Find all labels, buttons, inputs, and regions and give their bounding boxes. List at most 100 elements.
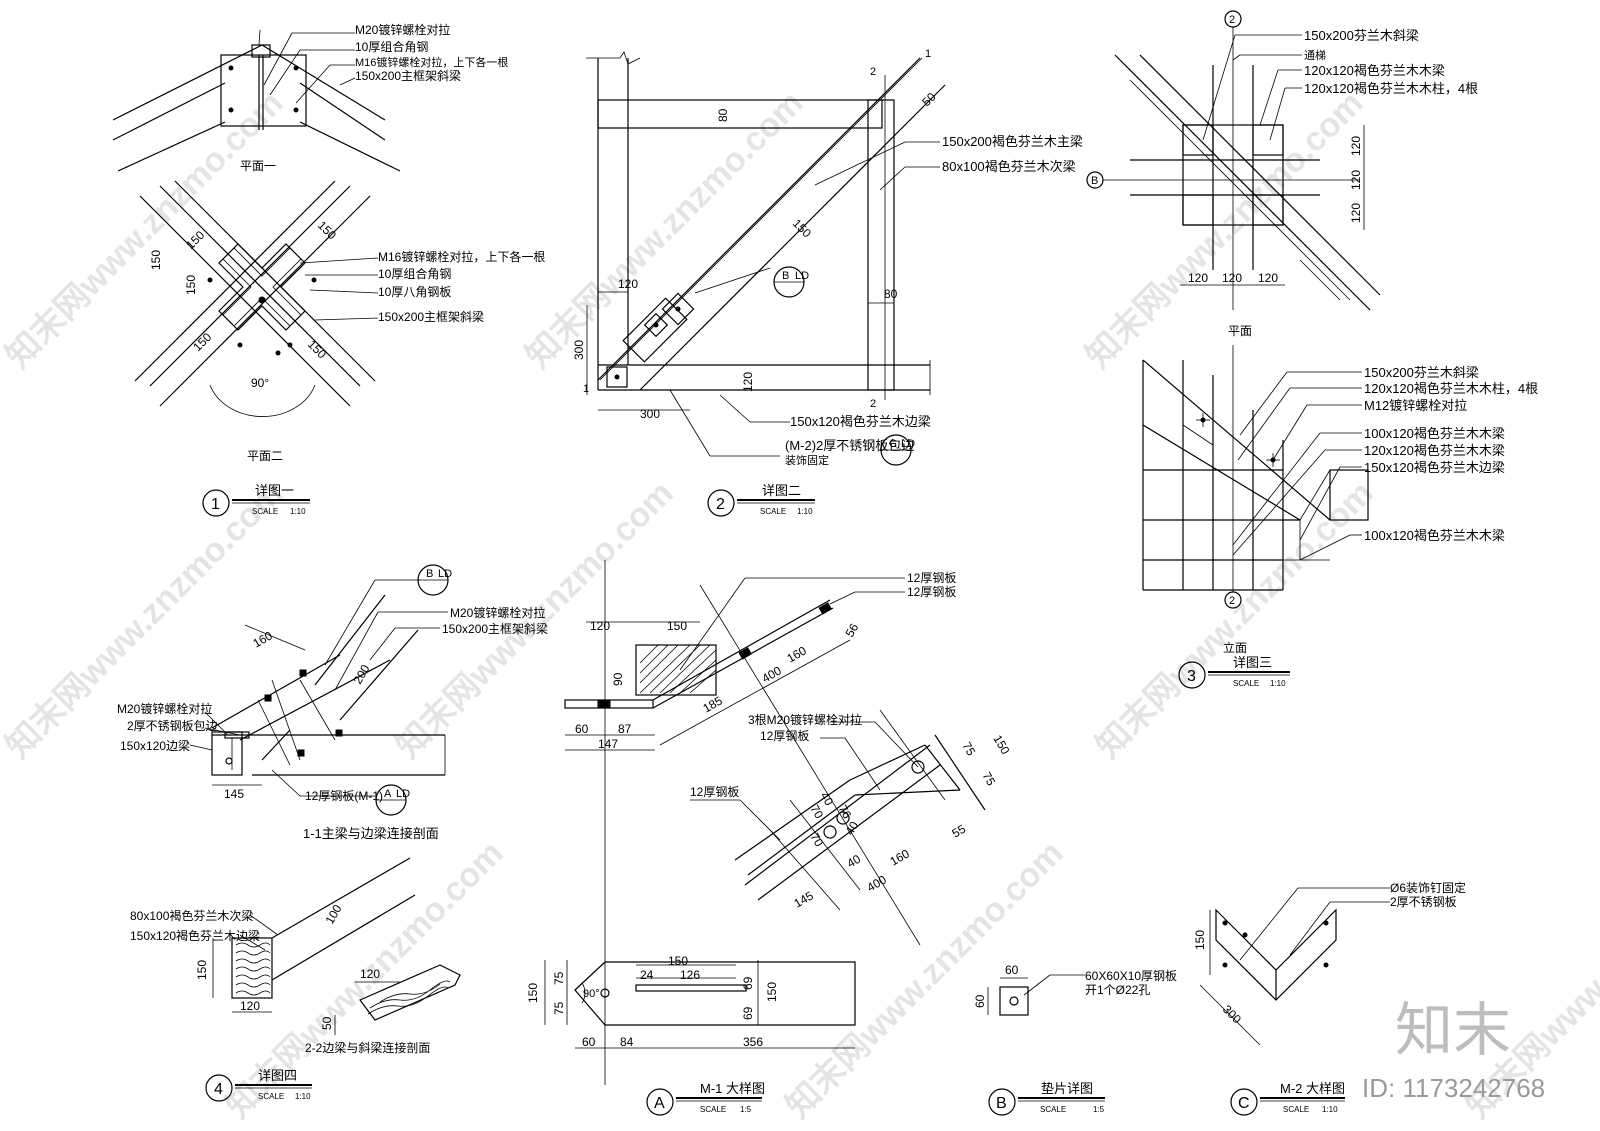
detail-1: M20镀锌螺栓对拉 10厚组合角钢 M16镀锌螺栓对拉，上下各一根 150x20… xyxy=(112,22,545,517)
callout-top: B xyxy=(782,270,789,282)
note-text: 150x200褐色芬兰木主梁 xyxy=(942,134,1083,149)
dim-text: 70 xyxy=(807,831,826,850)
note-text: 150x120褐色芬兰木边梁 xyxy=(1364,460,1505,475)
note-text: M12镀锌螺栓对拉 xyxy=(1364,398,1467,413)
dim-text: 84 xyxy=(620,1035,634,1049)
dim-text: 40 xyxy=(842,819,861,838)
note-text: 装饰固定 xyxy=(785,453,829,467)
dim-text: 150 xyxy=(990,733,1012,758)
dim-text: 60 xyxy=(973,994,987,1008)
scale-label: SCALE xyxy=(252,507,278,516)
dim-text: 24 xyxy=(640,968,654,982)
detail-number: 4 xyxy=(214,1081,223,1098)
note-text: Ø6装饰钉固定 xyxy=(1390,880,1466,895)
dim-text: 150 xyxy=(1193,930,1207,950)
dim-text: 120 xyxy=(1258,271,1278,285)
note-text: 通梯 xyxy=(1304,49,1326,62)
dim-text: 70 xyxy=(807,803,826,822)
dim-text: 60 xyxy=(1005,963,1019,977)
note-text: 12厚钢板 xyxy=(690,785,739,799)
detail-title: 垫片详图 xyxy=(1041,1081,1093,1096)
dim-text: 145 xyxy=(792,888,817,910)
dim-text: 120 xyxy=(741,372,755,392)
detail-title: 详图三 xyxy=(1233,655,1272,670)
dim-text: 120 xyxy=(360,967,380,981)
dim-text: 50 xyxy=(919,90,939,110)
note-text: 150x200主框架斜梁 xyxy=(355,68,461,83)
dim-text: 150 xyxy=(765,982,779,1002)
note-text: 120x120褐色芬兰木木柱，4根 xyxy=(1364,381,1538,396)
dim-text: 120 xyxy=(1349,203,1363,223)
grid-label: 2 xyxy=(1229,14,1235,26)
dim-text: 87 xyxy=(618,722,632,736)
detail-number: 2 xyxy=(716,496,725,513)
dim-text: 356 xyxy=(743,1035,763,1049)
dim-text: 40 xyxy=(817,790,836,809)
dim-text: 120 xyxy=(1188,271,1208,285)
note-text: 80x100褐色芬兰木次梁 xyxy=(942,159,1076,174)
scale-value: 1:10 xyxy=(1270,679,1286,688)
dim-text: 120 xyxy=(240,999,260,1013)
grid-label: 2 xyxy=(1229,595,1235,607)
note-text: 150x120褐色芬兰木边梁 xyxy=(130,928,260,943)
dim-text: 150 xyxy=(315,218,339,242)
dim-text: 60 xyxy=(582,1035,596,1049)
scale-label: SCALE xyxy=(700,1105,726,1114)
dim-text: 150 xyxy=(190,330,214,354)
callout-bottom: LD xyxy=(901,438,915,450)
note-text: 150x200主框架斜梁 xyxy=(378,309,484,324)
dim-text: 69 xyxy=(741,1006,755,1020)
cut-mark: 2 xyxy=(870,398,876,410)
section-title: 1-1主梁与边梁连接剖面 xyxy=(303,826,439,841)
grid-label: B xyxy=(1091,175,1098,187)
cut-mark: 1 xyxy=(583,383,589,395)
view-label: 平面二 xyxy=(247,449,283,463)
dim-text: 90 xyxy=(611,672,625,686)
dim-text: 120 xyxy=(590,619,610,633)
note-text: 12厚钢板 xyxy=(907,585,956,599)
watermark-id: ID: 1173242768 xyxy=(1362,1073,1545,1103)
note-text: 10厚组合角钢 xyxy=(355,39,428,54)
detail-title: 详图一 xyxy=(255,483,294,498)
dim-text: 150 xyxy=(526,983,540,1003)
dim-text: 300 xyxy=(1220,1002,1244,1026)
section-1-1: 160 200 145 B LD M20镀锌螺栓对拉 150x200主框架斜梁 … xyxy=(117,564,548,841)
note-text: M16镀锌螺栓对拉，上下各一根 xyxy=(355,55,508,69)
dim-text: 76 xyxy=(835,803,854,822)
dim-text: 56 xyxy=(842,621,861,640)
dim-text: 300 xyxy=(640,407,660,421)
detail-2: 80 50 150 120 80 300 120 300 1 1 2 2 150… xyxy=(572,48,1083,517)
scale-value: 1:5 xyxy=(1093,1105,1105,1114)
detail-number: B xyxy=(996,1095,1007,1112)
detail-4: 100 150 120 120 50 80x100褐色芬兰木次梁 150x120… xyxy=(130,857,461,1102)
note-text: 开1个Ø22孔 xyxy=(1085,983,1150,997)
detail-number: 3 xyxy=(1187,668,1196,685)
dim-text: 400 xyxy=(760,663,785,685)
dim-text: 80 xyxy=(716,108,730,122)
detail-title: M-2 大样图 xyxy=(1280,1081,1345,1096)
note-text: 3根M20镀锌螺栓对拉 xyxy=(748,712,862,727)
angle-text: 90° xyxy=(251,376,269,390)
watermark-logo: 知末 xyxy=(1395,998,1511,1063)
cut-mark: 2 xyxy=(870,66,876,78)
scale-label: SCALE xyxy=(760,507,786,516)
note-text: M16镀锌螺栓对拉，上下各一根 xyxy=(378,249,545,264)
scale-label: SCALE xyxy=(1233,679,1259,688)
section-title: 2-2边梁与斜梁连接剖面 xyxy=(305,1040,430,1055)
note-text: 12厚钢板 xyxy=(760,729,809,743)
dim-text: 150 xyxy=(668,954,688,968)
dim-text: 69 xyxy=(741,976,755,990)
note-text: 80x100褐色芬兰木次梁 xyxy=(130,908,253,923)
scale-label: SCALE xyxy=(1283,1105,1309,1114)
scale-label: SCALE xyxy=(258,1092,284,1101)
note-text: 2厚不锈钢板 xyxy=(1390,895,1457,909)
callout-bottom: LD xyxy=(438,568,452,580)
dim-text: 147 xyxy=(598,737,618,751)
dim-text: 160 xyxy=(888,846,913,868)
detail-title: 详图四 xyxy=(258,1068,297,1083)
dim-text: 200 xyxy=(350,662,372,687)
note-text: 100x120褐色芬兰木木梁 xyxy=(1364,426,1505,441)
dim-text: 300 xyxy=(572,340,586,360)
note-text: 100x120褐色芬兰木木梁 xyxy=(1364,528,1505,543)
